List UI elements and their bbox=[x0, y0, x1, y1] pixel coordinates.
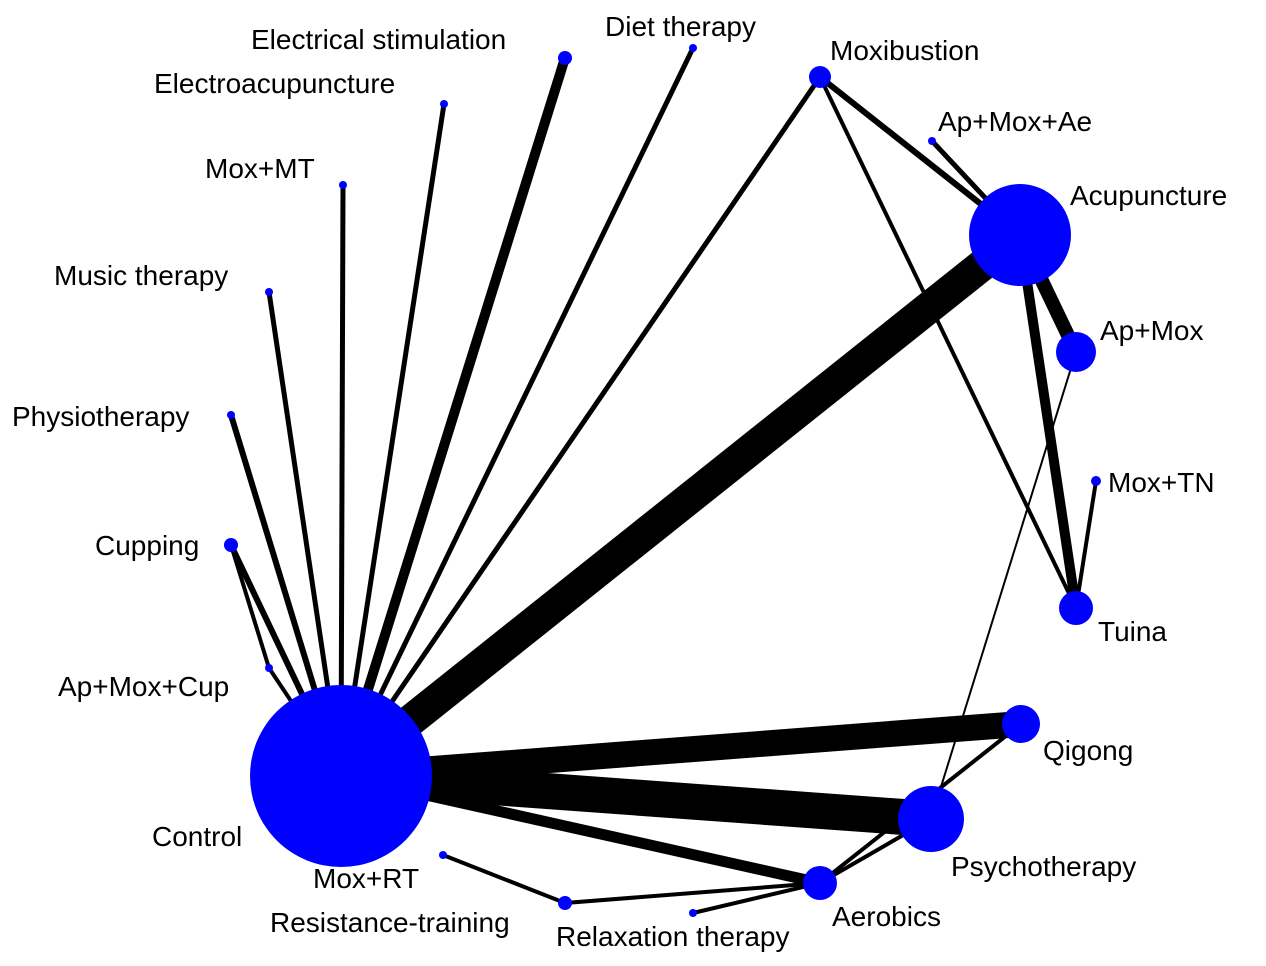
edge-control-moxibustion bbox=[338, 75, 823, 778]
edge-resistance-mox_rt bbox=[442, 853, 566, 905]
node-label-resistance: Resistance-training bbox=[270, 907, 510, 938]
node-label-moxibustion: Moxibustion bbox=[830, 35, 979, 66]
label-layer: Control Acupuncture MoxibustionAp+Mox+AeAp… bbox=[12, 11, 1227, 952]
node-mox_mt bbox=[339, 181, 347, 189]
edge-acupuncture-tuina bbox=[1015, 234, 1081, 609]
node-label-control: Control bbox=[152, 821, 242, 852]
node-ap_mox_cup bbox=[265, 664, 273, 672]
node-control bbox=[250, 685, 432, 867]
node-label-relaxation: Relaxation therapy bbox=[556, 921, 789, 952]
node-physiotherapy bbox=[227, 411, 235, 419]
node-label-qigong: Qigong bbox=[1043, 735, 1133, 766]
node-acupuncture bbox=[969, 184, 1071, 286]
node-psychotherapy bbox=[898, 786, 964, 852]
edge-control-mox_mt bbox=[338, 184, 346, 777]
node-label-ap_mox_cup: Ap+Mox+Cup bbox=[58, 671, 229, 702]
node-resistance bbox=[558, 896, 572, 910]
node-cupping bbox=[224, 538, 238, 552]
node-label-mox_rt: Mox+RT bbox=[313, 863, 419, 894]
node-moxibustion bbox=[809, 66, 831, 88]
node-diet bbox=[689, 44, 697, 52]
node-layer bbox=[224, 44, 1101, 917]
node-label-electroacupuncture: Electroacupuncture bbox=[154, 68, 395, 99]
edge-control-electrical bbox=[336, 56, 570, 778]
node-label-music: Music therapy bbox=[54, 260, 228, 291]
node-label-mox_mt: Mox+MT bbox=[205, 153, 315, 184]
node-label-acupuncture: Acupuncture bbox=[1070, 180, 1227, 211]
node-music bbox=[265, 288, 273, 296]
edge-cupping-ap_mox_cup bbox=[229, 544, 271, 669]
edge-ap_mox-psychotherapy bbox=[930, 351, 1077, 820]
edge-control-electroacupuncture bbox=[338, 103, 447, 777]
node-label-aerobics: Aerobics bbox=[832, 901, 941, 932]
edge-control-psychotherapy bbox=[339, 758, 933, 837]
node-tuina bbox=[1059, 591, 1093, 625]
edge-control-acupuncture bbox=[331, 222, 1030, 789]
node-label-ap_mox_ae: Ap+Mox+Ae bbox=[938, 106, 1092, 137]
node-qigong bbox=[1002, 705, 1040, 743]
node-label-diet: Diet therapy bbox=[605, 11, 756, 42]
edge-aerobics-resistance bbox=[564, 881, 821, 905]
edge-aerobics-relaxation bbox=[692, 881, 821, 915]
node-ap_mox bbox=[1056, 332, 1096, 372]
node-label-electrical: Electrical stimulation bbox=[251, 24, 506, 55]
node-label-mox_tn: Mox+TN bbox=[1108, 467, 1215, 498]
node-relaxation bbox=[689, 909, 697, 917]
node-label-physiotherapy: Physiotherapy bbox=[12, 401, 189, 432]
node-mox_rt bbox=[439, 851, 447, 859]
node-label-ap_mox: Ap+Mox bbox=[1100, 315, 1204, 346]
edge-mox_tn-tuina bbox=[1074, 480, 1098, 609]
node-label-cupping: Cupping bbox=[95, 530, 199, 561]
node-aerobics bbox=[803, 866, 837, 900]
node-electrical bbox=[558, 51, 572, 65]
node-ap_mox_ae bbox=[928, 137, 936, 145]
node-label-tuina: Tuina bbox=[1098, 616, 1167, 647]
node-electroacupuncture bbox=[440, 100, 448, 108]
edge-moxibustion-tuina bbox=[818, 76, 1078, 609]
node-label-psychotherapy: Psychotherapy bbox=[951, 851, 1136, 882]
edge-control-diet bbox=[338, 46, 696, 778]
node-mox_tn bbox=[1091, 476, 1101, 486]
